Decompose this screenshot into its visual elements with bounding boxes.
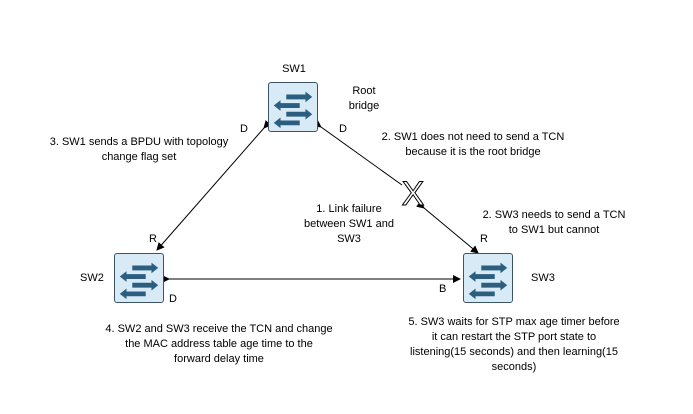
switch-sw2-icon xyxy=(114,253,164,303)
port-label-sw3-left: B xyxy=(439,283,447,295)
step5-note: 5. SW3 waits for STP max age timer befor… xyxy=(408,316,620,373)
port-label-sw2-top: R xyxy=(149,233,157,245)
switch-sw1-icon xyxy=(268,82,318,132)
link-sw1-failure xyxy=(312,119,403,186)
port-label-sw1-right: D xyxy=(339,123,347,135)
port-label-sw1-left: D xyxy=(240,123,248,135)
link-sw1-sw2 xyxy=(156,120,272,251)
switch-sw3-icon xyxy=(463,253,513,303)
step4-note: 4. SW2 and SW3 receive the TCN and chang… xyxy=(105,323,333,365)
switch-sw1-label: SW1 xyxy=(282,63,306,75)
switch-sw2-label: SW2 xyxy=(80,272,104,284)
link-failure-sw3 xyxy=(416,200,479,254)
switch-sw3-label: SW3 xyxy=(531,272,555,284)
port-label-sw3-top: R xyxy=(480,233,488,245)
link-failure-mark: X xyxy=(401,175,425,213)
port-label-sw2-bottom: D xyxy=(169,293,177,305)
